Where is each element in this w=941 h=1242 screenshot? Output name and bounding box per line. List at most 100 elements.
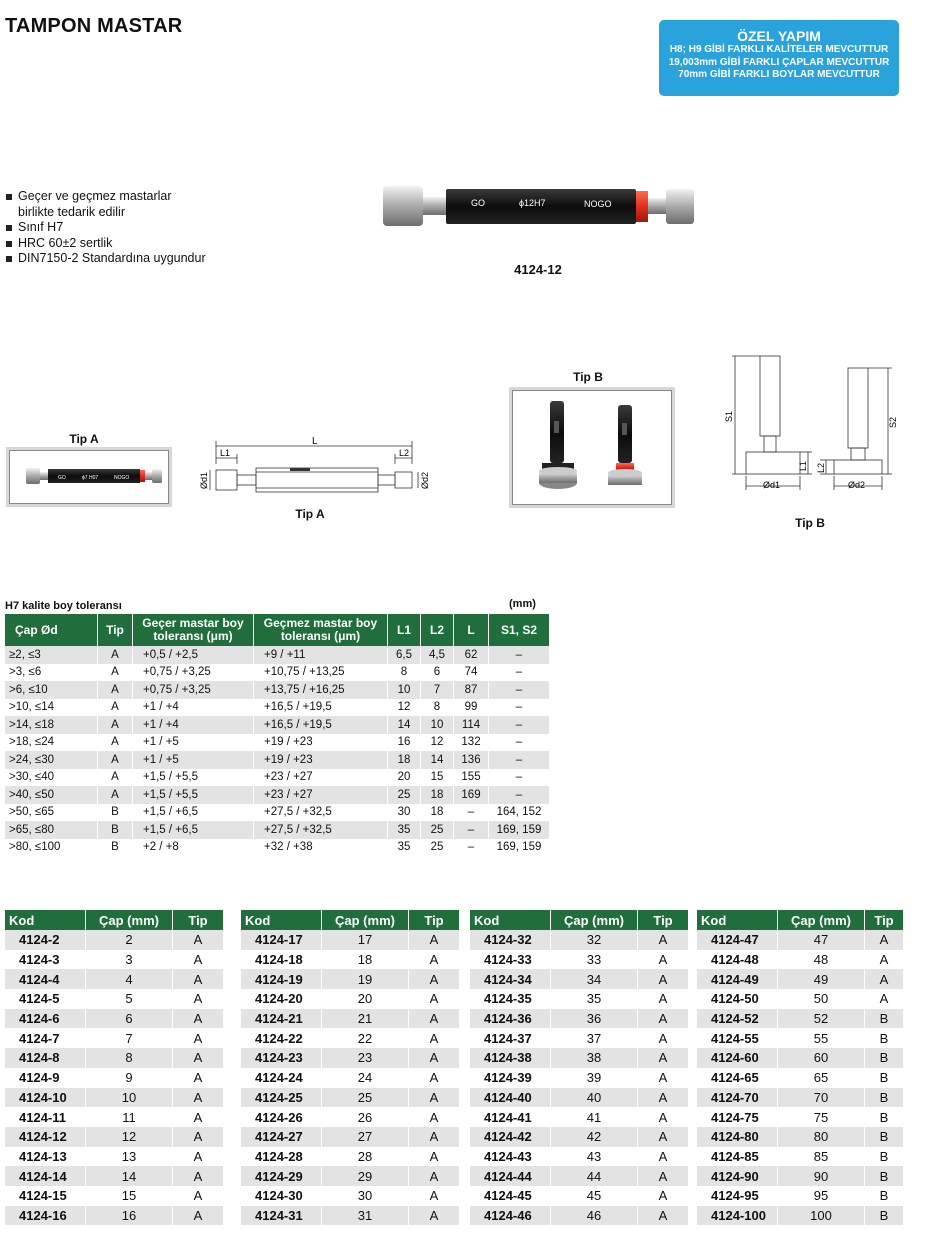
feature-item: birlikte tedarik edilir [18,204,125,219]
diameter-cell: 38 [550,1048,638,1068]
diameter-cell: 34 [550,969,638,990]
bullet-icon [6,194,12,200]
diameter-cell: 48 [777,949,865,970]
diameter-cell: 39 [550,1067,638,1088]
col-header: Kod [470,910,551,930]
code-cell: 4124-85 [697,1146,778,1167]
diameter-cell: 75 [777,1107,865,1127]
svg-text:NOGO: NOGO [114,475,129,481]
table-cell: +23 / +27 [253,786,388,804]
code-cell: 4124-28 [241,1146,322,1167]
code-cell: 4124-32 [470,930,551,950]
bullet-icon [6,225,12,231]
type-cell: A [408,1185,460,1206]
type-cell: A [637,989,689,1009]
code-cell: 4124-39 [470,1067,551,1088]
table-cell: 18 [420,803,454,821]
type-cell: A [408,1166,460,1186]
table-cell: +16,5 / +19,5 [253,698,388,716]
col-header: Çap (mm) [321,910,409,930]
table-cell: 114 [453,716,489,734]
type-cell: B [864,1166,904,1186]
code-cell: 4124-55 [697,1028,778,1049]
dim-d1: Ød1 [199,472,209,489]
table-cell: 6 [420,663,454,681]
dims-table-unit: (mm) [509,598,536,610]
table-cell: 6,5 [387,646,421,664]
diameter-cell: 65 [777,1067,865,1088]
diameter-cell: 12 [85,1126,173,1147]
code-cell: 4124-23 [241,1048,322,1068]
type-cell: B [864,1067,904,1088]
type-cell: A [637,1048,689,1068]
diameter-cell: 3 [85,949,173,970]
type-cell: A [408,1107,460,1127]
col-header: Çap (mm) [550,910,638,930]
code-cell: 4124-22 [241,1028,322,1049]
tip-b-drawing: S1 L1 Ød1 S2 L2 Ød2 [724,355,898,490]
special-line: H8; H9 GİBİ FARKLI KALİTELER MEVCUTTUR [669,44,889,55]
diameter-cell: 42 [550,1126,638,1147]
tolerance-table: Çap Ød Tip Geçer mastar boy toleransı (μ… [5,614,550,856]
table-cell: B [97,803,133,821]
table-cell: 74 [453,663,489,681]
type-cell: A [172,1107,224,1127]
table-cell: A [97,698,133,716]
col-header: L [453,614,489,646]
code-cell: 4124-7 [5,1028,86,1049]
table-cell: 18 [420,786,454,804]
type-cell: A [637,1067,689,1088]
type-cell: A [172,989,224,1009]
table-cell: +16,5 / +19,5 [253,716,388,734]
table-cell: +9 / +11 [253,646,388,664]
size-label: ϕ12H7 [519,198,546,208]
tip-b-photo [512,390,672,505]
table-cell: +27,5 / +32,5 [253,803,388,821]
table-cell: – [488,698,550,716]
type-cell: A [637,1028,689,1049]
table-cell: 30 [387,803,421,821]
table-cell: A [97,716,133,734]
table-cell: – [453,821,489,839]
type-cell: A [864,930,904,950]
table-cell: +10,75 / +13,25 [253,663,388,681]
type-cell: A [637,1126,689,1147]
code-cell: 4124-14 [5,1166,86,1186]
table-cell: 62 [453,646,489,664]
col-header: Tip [408,910,460,930]
code-cell: 4124-35 [470,989,551,1009]
type-cell: A [637,1205,689,1226]
type-cell: A [172,1205,224,1226]
table-cell: A [97,733,133,751]
code-cell: 4124-38 [470,1048,551,1068]
type-cell: A [864,989,904,1009]
table-cell: – [488,716,550,734]
table-cell: – [488,786,550,804]
code-cell: 4124-16 [5,1205,86,1226]
code-cell: 4124-75 [697,1107,778,1127]
col-header: Geçmez mastar boy toleransı (μm) [253,614,388,646]
diameter-cell: 43 [550,1146,638,1167]
table-cell: – [488,751,550,769]
diameter-cell: 10 [85,1087,173,1108]
diameter-cell: 35 [550,989,638,1009]
type-cell: A [408,1008,460,1029]
code-cell: 4124-18 [241,949,322,970]
type-cell: A [637,1166,689,1186]
col-header: Tip [97,614,133,646]
code-cell: 4124-12 [5,1126,86,1147]
code-cell: 4124-5 [5,989,86,1009]
table-cell: ≥2, ≤3 [5,646,98,664]
diameter-cell: 31 [321,1205,409,1226]
type-cell: A [172,930,224,950]
